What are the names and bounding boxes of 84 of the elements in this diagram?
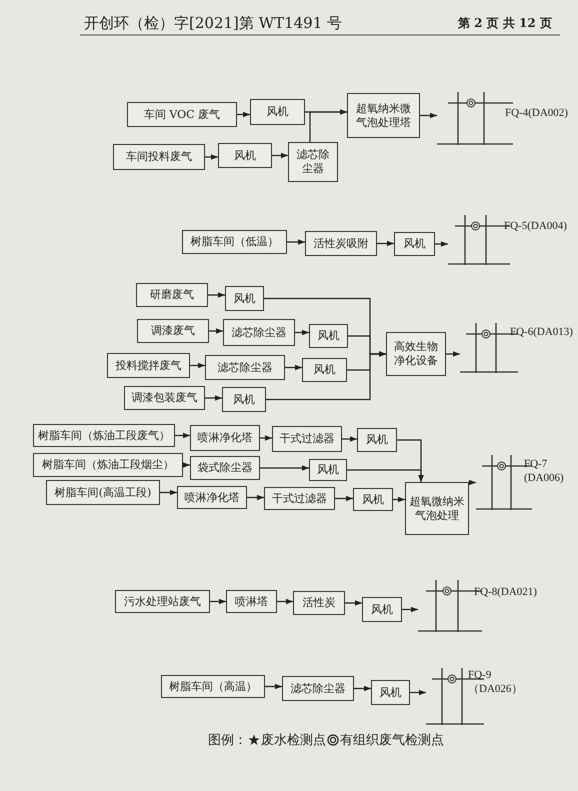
process-box: 干式过滤器: [264, 487, 335, 510]
process-box: 超氧微纳米气泡处理: [405, 482, 469, 535]
arrow: [354, 686, 371, 692]
arrow: [277, 598, 293, 604]
legend-title: 图例：: [208, 732, 247, 749]
arrow: [266, 351, 386, 400]
outlet-label: FQ-5(DA004): [504, 219, 568, 233]
arrow: [410, 690, 426, 696]
process-box: 树脂车间（高温）: [161, 675, 265, 698]
arrow: [175, 432, 190, 438]
arrow: [420, 112, 437, 118]
process-box: 袋式除尘器: [190, 456, 260, 480]
process-box: 树脂车间（低温）: [182, 230, 287, 254]
arrow: [347, 469, 424, 482]
arrow: [247, 494, 264, 500]
process-box: 滤芯除尘器: [282, 676, 354, 701]
outlet-label: FQ-6(DA013): [510, 325, 574, 339]
process-box: 超氧纳米微气泡处理塔: [347, 93, 420, 138]
arrow: [237, 112, 250, 118]
arrow: [309, 109, 347, 142]
outlet-label: FQ-4(DA002): [505, 106, 569, 120]
process-box: 喷淋净化塔: [177, 486, 247, 509]
arrow: [287, 239, 305, 245]
outlet-label: FQ-9 （DA026）: [468, 668, 516, 696]
arrow: [272, 152, 288, 158]
arrow: [209, 328, 223, 334]
process-box: 喷淋净化塔: [190, 425, 260, 451]
process-box: 风机: [357, 428, 397, 452]
process-box: 高效生物净化设备: [386, 332, 446, 376]
process-box: 树脂车间（炼油工段废气）: [33, 424, 175, 447]
process-box: 污水处理站废气: [115, 590, 210, 613]
process-box: 调漆废气: [137, 319, 209, 343]
process-box: 风机: [222, 387, 266, 412]
arrow: [335, 496, 353, 502]
process-box: 滤芯除尘器: [288, 142, 338, 182]
arrow: [205, 395, 222, 401]
process-box: 风机: [371, 680, 410, 705]
arrow: [260, 465, 309, 471]
process-box: 风机: [302, 358, 347, 382]
process-box: 调漆包装废气: [124, 386, 205, 410]
arrow: [345, 600, 362, 606]
process-box: 风机: [250, 99, 305, 125]
legend-text: 废水检测点: [261, 732, 326, 749]
arrow: [183, 462, 190, 468]
process-box: 喷淋塔: [226, 590, 277, 613]
page-number: 第 2 页 共 12 页: [458, 15, 552, 32]
process-box: 滤芯除尘器: [205, 355, 285, 380]
process-box: 风机: [394, 232, 435, 256]
process-box: 风机: [225, 286, 264, 311]
arrow: [205, 154, 218, 160]
arrow: [435, 241, 448, 247]
outlet-label: FQ-8(DA021): [474, 585, 538, 599]
process-box: 投料搅拌废气: [107, 353, 190, 378]
process-box: 风机: [362, 597, 402, 622]
process-box: 树脂车间(高温工段): [46, 480, 160, 505]
process-box: 活性炭: [293, 591, 345, 615]
process-box: 车间 VOC 废气: [127, 102, 237, 127]
arrow: [265, 684, 282, 690]
arrow: [160, 490, 177, 496]
process-box: 干式过滤器: [272, 426, 342, 452]
arrow: [342, 436, 357, 442]
process-box: 风机: [353, 488, 393, 511]
process-box: 风机: [218, 143, 272, 168]
arrow: [377, 240, 394, 246]
process-box: 风机: [309, 324, 348, 348]
arrow: [393, 496, 405, 502]
arrow: [210, 598, 226, 604]
arrow: [469, 480, 476, 486]
arrow: [208, 292, 225, 298]
arrow: [285, 364, 302, 370]
process-box: 滤芯除尘器: [223, 319, 295, 346]
process-box: 研磨废气: [136, 283, 208, 307]
arrow: [190, 362, 205, 368]
process-box: 活性炭吸附: [305, 231, 377, 256]
arrow: [260, 435, 272, 441]
header-text: 开创环（检）字[2021]第 WT1491 号: [84, 14, 342, 33]
arrow: [402, 606, 418, 612]
arrow: [295, 330, 309, 336]
process-box: 树脂车间（炼油工段烟尘）: [33, 453, 183, 477]
legend-text: 有组织废气检测点: [340, 732, 444, 749]
outlet-label: FQ-7 (DA006): [524, 457, 564, 485]
arrow: [446, 351, 460, 357]
process-box: 风机: [309, 459, 347, 481]
process-box: 车间投料废气: [113, 144, 205, 170]
